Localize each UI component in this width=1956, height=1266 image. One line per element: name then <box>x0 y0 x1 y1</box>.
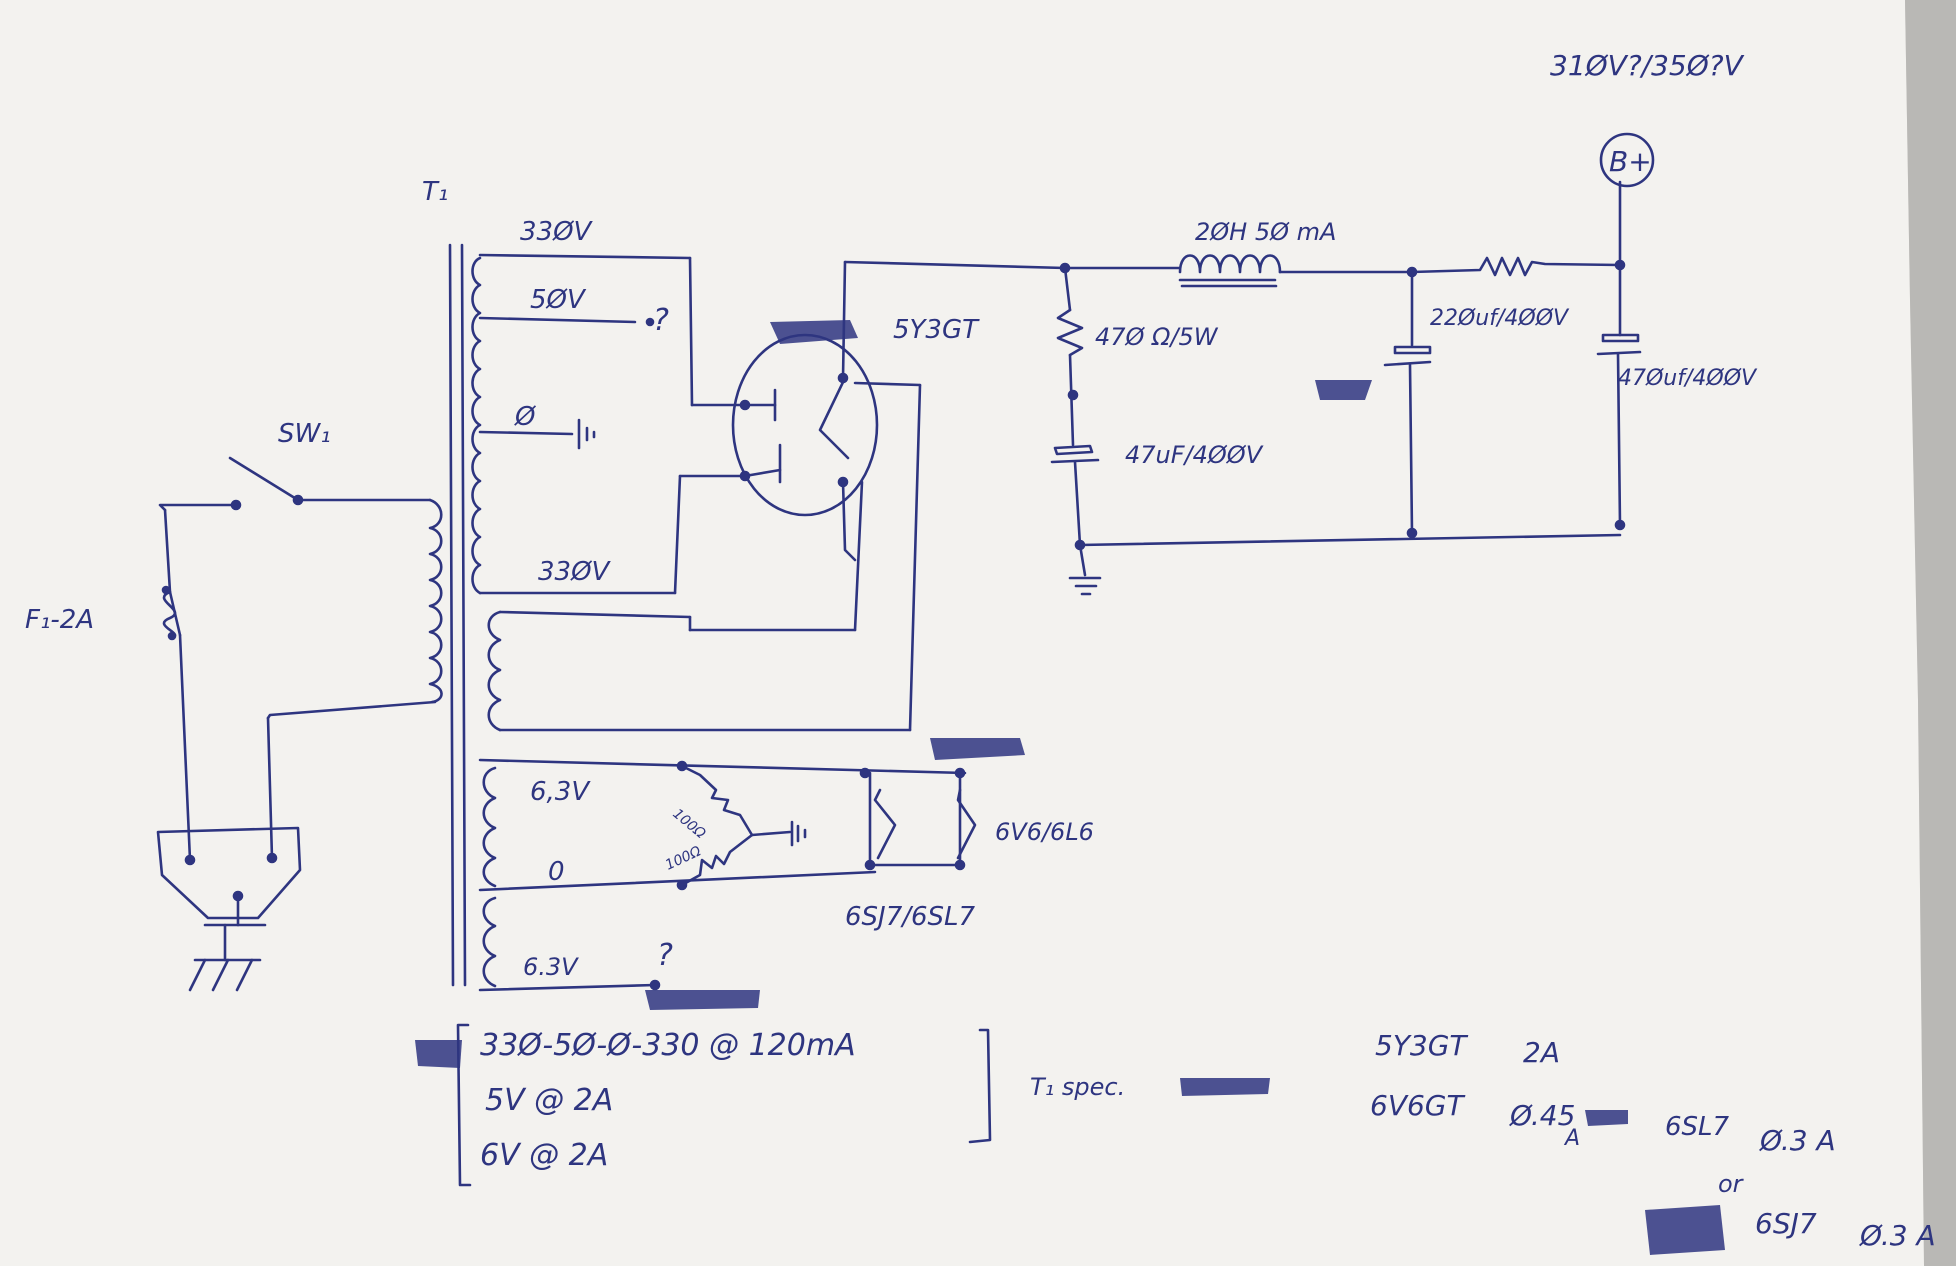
scribble <box>770 320 858 344</box>
current-5y3gt-value: 2A <box>1523 1036 1560 1069</box>
choke-inductor-symbol <box>1178 254 1282 288</box>
choke-label: 2ØH 5Ø mA <box>1195 218 1336 246</box>
spec-caption: T₁ spec. <box>1030 1073 1125 1101</box>
series-resistor-symbol <box>1410 256 1622 277</box>
rectifier-tube-label: 5Y3GT <box>893 315 980 345</box>
center-tap-ground <box>577 418 596 450</box>
hv-secondary-winding <box>471 256 482 595</box>
heater-63-bottom-label: 6.3V <box>523 953 579 981</box>
capacitor-470uf-symbol <box>1596 333 1642 356</box>
tap-0-label: Ø <box>514 402 537 432</box>
tap-50-label: 5ØV <box>530 285 587 315</box>
current-6v6gt-unit: A <box>1563 1126 1580 1151</box>
earth-ground-symbol <box>188 923 262 992</box>
schematic-ink <box>156 132 1655 1187</box>
rectifier-filament-winding <box>487 610 502 732</box>
tube-6v6-label: 6V6/6L6 <box>995 818 1094 846</box>
scribble <box>415 1040 462 1068</box>
cap-47-label: 47uF/4ØØV <box>1125 441 1264 469</box>
tap-330-bottom-label: 33ØV <box>538 557 612 587</box>
heater-63-top-label: 6,3V <box>530 777 591 807</box>
bplus-voltage-label: 31ØV?/35Ø?V <box>1550 49 1745 82</box>
current-or-label: or <box>1718 1170 1745 1198</box>
bplus-label: B+ <box>1609 145 1652 178</box>
scribbles <box>415 320 1725 1255</box>
spec-line-2: 5V @ 2A <box>485 1083 613 1118</box>
scribble <box>1180 1078 1270 1096</box>
current-6sl7-tube: 6SL7 <box>1665 1112 1730 1142</box>
capacitor-220uf-symbol <box>1383 345 1432 367</box>
scribble <box>930 738 1025 760</box>
mains-plug <box>156 826 302 927</box>
scribble <box>645 990 760 1010</box>
spec-line-3: 6V @ 2A <box>480 1138 608 1173</box>
current-5y3gt-tube: 5Y3GT <box>1375 1029 1468 1062</box>
transformer-core <box>448 243 467 987</box>
heater-winding <box>482 766 497 988</box>
tube-6sj7-label: 6SJ7/6SL7 <box>845 902 976 932</box>
bplus-output-terminal <box>1599 132 1655 188</box>
bleeder-resistor-symbol <box>1056 308 1084 357</box>
paper-edge-shadow <box>1905 0 1956 1266</box>
fuse-symbol <box>161 508 182 641</box>
heater-0-label: 0 <box>548 857 565 887</box>
spec-bracket-left <box>456 1023 472 1187</box>
current-6sl7-value: Ø.3 A <box>1759 1124 1836 1157</box>
current-6sj7-value: Ø.3 A <box>1859 1219 1936 1252</box>
cap-470-label: 47Øuf/4ØØV <box>1618 366 1758 391</box>
bleeder-resistor-label: 47Ø Ω/5W <box>1095 323 1219 351</box>
hum-balance-resistors <box>680 764 807 887</box>
tap-50-question-label: ? <box>653 303 669 338</box>
scribble <box>1315 380 1372 400</box>
cap-220-label: 22Øuf/4ØØV <box>1430 306 1570 331</box>
current-6sj7-tube: 6SJ7 <box>1755 1207 1817 1240</box>
chassis-ground-symbol <box>1068 543 1102 596</box>
switch-label: SW₁ <box>278 419 331 449</box>
current-6v6gt-tube: 6V6GT <box>1370 1089 1465 1122</box>
spec-bracket-right <box>968 1028 992 1144</box>
heater-63-question-label: ? <box>657 938 673 973</box>
scribble <box>1585 1110 1628 1126</box>
spec-line-1: 33Ø-5Ø-Ø-330 @ 120mA <box>480 1028 856 1063</box>
current-6v6gt-value: Ø.45 <box>1509 1099 1575 1132</box>
fuse-label: F₁-2A <box>25 605 94 635</box>
primary-winding <box>428 498 443 704</box>
heater-loads <box>859 767 977 871</box>
tap-330-top-label: 33ØV <box>520 217 594 247</box>
scribble <box>1645 1205 1725 1255</box>
transformer-label: T₁ <box>422 177 448 207</box>
